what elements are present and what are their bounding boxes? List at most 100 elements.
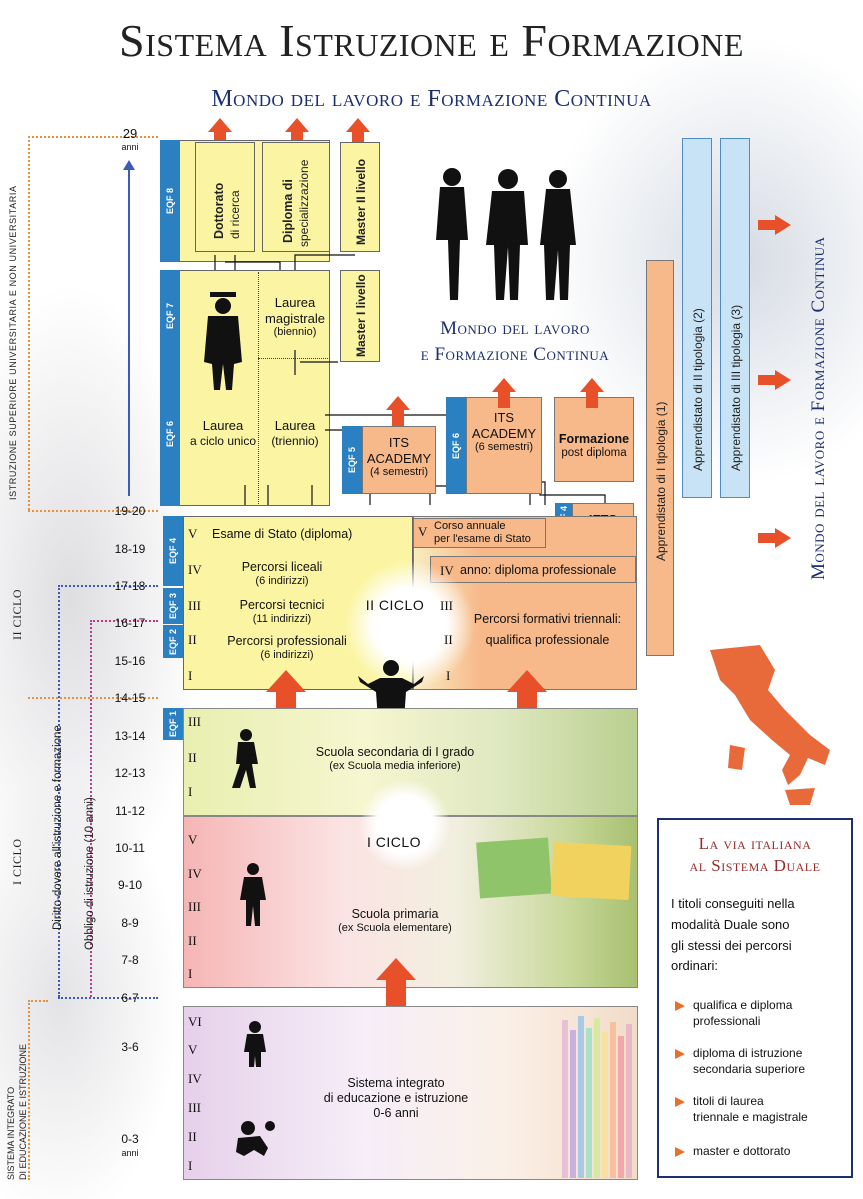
eqf-5-tag: EQF 5 (342, 426, 362, 494)
iv-anno-box (430, 556, 636, 583)
year-roman: III (188, 1100, 201, 1115)
year-roman: V (418, 524, 428, 539)
year-roman: I (188, 668, 193, 683)
label-istruzione-superiore: ISTRUZIONE SUPERIORE UNIVERSITARIA E NON… (8, 185, 18, 500)
apprendistato-ii-column: Apprendistato di II tipologia (2) (682, 138, 712, 498)
percorsi-triennali: Percorsi formativi triennali: (473, 612, 622, 626)
eqf-8-tag: EQF 8 (160, 140, 180, 262)
page-title: Sistema Istruzione e Formazione (119, 15, 744, 66)
apprendistato-iii-column: Apprendistato di III tipologia (3) (720, 138, 750, 498)
age-label: anni (121, 142, 139, 152)
year-roman: III (440, 598, 453, 613)
sistema-integrato-0-6: Sistema integrato di educazione e istruz… (323, 1076, 469, 1120)
dottorato-label-2: di ricerca (228, 190, 242, 239)
eqf-4-tag: EQF 4 (163, 516, 183, 586)
year-roman: III (188, 899, 201, 914)
year-roman: V (188, 526, 198, 541)
age-line (90, 620, 158, 622)
label-obbligo: Obbligo di istruzione (10 anni) (84, 797, 96, 950)
year-roman: I (188, 1158, 193, 1173)
age-label: 16-17 (114, 616, 146, 630)
duale-title-2: al Sistema Duale (689, 856, 821, 875)
apprendistato-i-column: Apprendistato di I tipologia (1) (646, 260, 674, 656)
duale-intro: I titoli conseguiti nella modalità Duale… (671, 896, 795, 974)
eqf-1-tag: EQF 1 (163, 708, 183, 740)
age-line (28, 1000, 48, 1002)
year-roman: II (444, 632, 453, 647)
percorsi-tecnici: Percorsi tecnici (11 indirizzi) (239, 598, 325, 625)
age-line (28, 136, 158, 138)
middle-banner-line-1: Mondo del lavoro (440, 318, 590, 339)
age-line (58, 585, 60, 997)
age-label: 17-18 (114, 579, 146, 593)
age-label: 29 (122, 126, 138, 141)
toddler-silhouette-icon (244, 1021, 266, 1067)
student-walking-silhouette-icon (232, 729, 258, 788)
right-banner: Mondo del lavoro e Formazione Continua (808, 236, 829, 580)
age-line (28, 1000, 30, 1180)
year-roman: IV (188, 1071, 202, 1086)
eqf-3-tag: EQF 3 (163, 588, 183, 624)
age-label: 9-10 (117, 878, 143, 892)
laurea-ciclo-unico: Laurea a ciclo unico (189, 418, 257, 448)
divider (258, 358, 330, 359)
diploma-spec-label-2: specializzazione (297, 159, 311, 247)
arrow-up-icon (386, 396, 410, 426)
age-label: 19-20 (114, 504, 146, 518)
year-roman: V (188, 832, 198, 847)
year-roman: II (188, 1129, 197, 1144)
duale-title-1: La via italiana (698, 834, 812, 853)
dottorato-box: Dottorato di ricerca (195, 142, 255, 252)
its-academy-6-box: ITS ACADEMY (6 semestri) (466, 397, 542, 494)
arrow-up-icon (492, 378, 516, 408)
age-label: 11-12 (115, 804, 145, 818)
year-roman: I (188, 966, 193, 981)
duale-bullet: master e dottorato (674, 1144, 790, 1160)
age-label: 12-13 (114, 766, 146, 780)
year-roman: II (188, 933, 197, 948)
top-banner: Mondo del lavoro e Formazione Continua (211, 86, 652, 112)
ii-ciclo-glow (345, 560, 475, 690)
age-line (58, 585, 158, 587)
corso-annuale-box (413, 518, 546, 548)
age-label: 3-6 (121, 1040, 139, 1054)
middle-banner-line-2: e Formazione Continua (420, 344, 610, 365)
i-ciclo-glow (360, 780, 450, 870)
age-line (28, 136, 30, 510)
eqf-6-tag: EQF 6 (160, 362, 180, 506)
age-label: 15-16 (114, 654, 146, 668)
label-i-ciclo: I CICLO (10, 838, 24, 886)
age-line (28, 697, 158, 699)
master-ii-box: Master II livello (340, 142, 380, 252)
big-arrow-up-icon (376, 958, 416, 1010)
year-roman: VI (188, 1014, 202, 1029)
diploma-specializzazione-box: Diploma di specializzazione (262, 142, 330, 252)
age-label: 8-9 (121, 916, 139, 930)
year-roman: II (188, 750, 197, 765)
its-academy-4-box: ITS ACADEMY (4 semestri) (362, 426, 436, 494)
ii-ciclo-label: II CICLO (365, 597, 425, 613)
baby-silhouette-icon (236, 1121, 275, 1156)
formazione-post-diploma-box: Formazione post diploma (554, 397, 634, 482)
year-roman: II (188, 632, 197, 647)
arrow-up-icon (580, 378, 604, 408)
year-roman: I (188, 784, 193, 799)
corso-annuale: Corso annuale per l'esame di Stato (434, 520, 531, 545)
divider (258, 272, 259, 504)
italy-map (710, 645, 830, 805)
eqf-7-tag: EQF 7 (160, 270, 180, 362)
year-roman: IV (440, 563, 454, 578)
year-roman: III (188, 714, 201, 729)
year-roman: I (446, 668, 451, 683)
age-label: 7-8 (121, 953, 139, 967)
age-label: 18-19 (114, 542, 146, 556)
age-label: 13-14 (114, 729, 146, 743)
percorsi-professionali: Percorsi professionali (6 indirizzi) (227, 634, 347, 661)
eqf-2-tag: EQF 2 (163, 625, 183, 658)
age-line (28, 510, 158, 512)
age-line (58, 997, 158, 999)
year-roman: III (188, 598, 201, 613)
age-axis-line (128, 166, 130, 496)
